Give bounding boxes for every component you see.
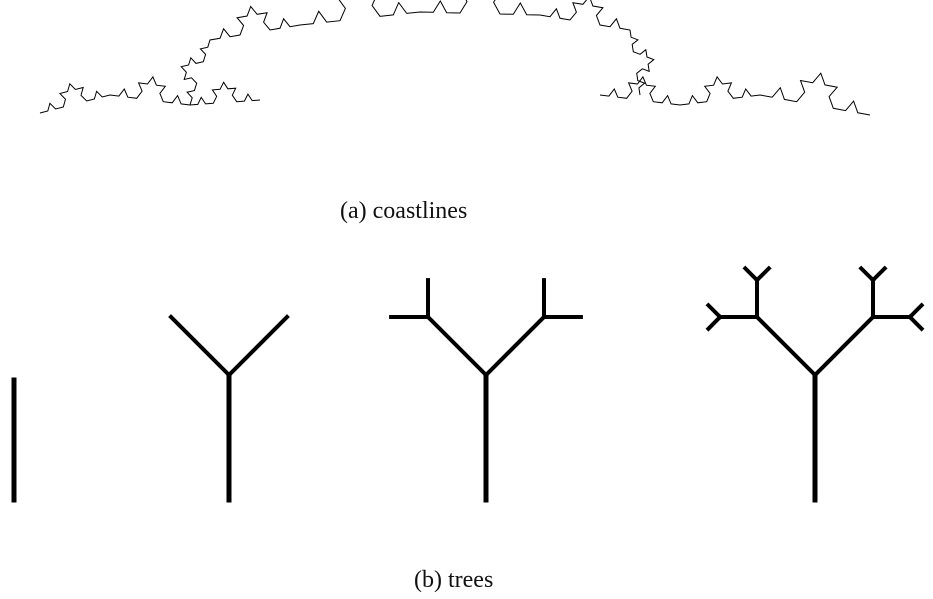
- tree-3-branch: [705, 314, 723, 332]
- tree-1-branch: [226, 314, 290, 378]
- tree-3-branch: [812, 314, 876, 378]
- caption-trees: (b) trees: [414, 567, 494, 593]
- tree-2-branch: [425, 314, 489, 378]
- caption-coastlines: (a) coastlines: [340, 198, 468, 224]
- trees-fractal: [11, 265, 925, 503]
- coastline-fractal: [39, 0, 871, 116]
- tree-3-branch: [870, 265, 888, 283]
- tree-2-branch: [483, 314, 547, 378]
- tree-3-branch: [907, 314, 925, 332]
- tree-3-branch: [742, 265, 760, 283]
- tree-3-branch: [754, 265, 772, 283]
- tree-3-branch: [858, 265, 876, 283]
- coastline-arch: [180, 0, 655, 106]
- tree-3-branch: [754, 314, 818, 378]
- tree-3-branch: [907, 302, 925, 320]
- coastline-left: [39, 75, 261, 114]
- tree-3-branch: [705, 302, 723, 320]
- tree-1-branch: [168, 314, 232, 378]
- coastline-right: [599, 72, 871, 116]
